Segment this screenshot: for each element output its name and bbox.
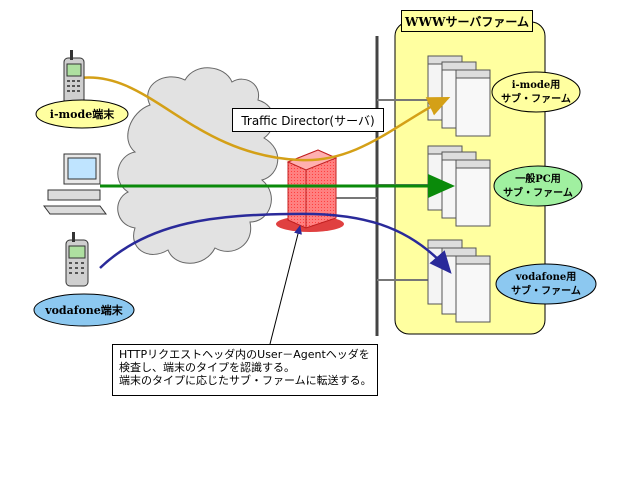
note-pointer [269,225,302,345]
server-icon [455,255,491,323]
server-farm-title: WWWサーバファーム [401,10,533,32]
traffic-director-label: Traffic Director(サーバ) [232,108,384,132]
server-farm-title-text: WWWサーバファーム [405,14,529,29]
traffic-director-label-text: Traffic Director(サーバ) [241,113,375,128]
note-box: HTTPリクエストヘッダ内のUser－Agentヘッダを 検査し、端末のタイプを… [112,344,378,396]
pc-subfarm-line2: サブ・ファーム [503,186,573,199]
vodafone-route-arrow [99,212,452,274]
server-icon [455,159,491,227]
imode-route-arrow [79,76,451,162]
server-group-imode [427,55,491,137]
imode-phone-icon [63,50,85,105]
pc-icon [43,153,107,215]
imode-subfarm-line2: サブ・ファーム [501,92,571,105]
note-line-2: 検査し、端末のタイプを認識する。 [119,361,295,374]
imode-subfarm-ellipse [491,71,581,113]
vodafone-subfarm-ellipse [495,263,597,305]
traffic-director-server [276,149,344,232]
vodafone-subfarm-line2: サブ・ファーム [511,284,581,297]
note-line-3: 端末のタイプに応じたサブ・ファームに転送する。 [119,374,372,387]
vodafone-phone-icon [65,232,89,287]
imode-client-ellipse [35,99,129,129]
note-line-1: HTTPリクエストヘッダ内のUser－Agentヘッダを [119,348,370,361]
vodafone-client-ellipse [33,293,135,327]
internet-cloud [117,67,279,264]
pc-subfarm-line1: 一般PC用 [515,172,560,185]
server-icon [455,69,491,137]
vodafone-client-label: vodafone端末 [44,303,124,317]
imode-client-label: i-mode端末 [50,107,115,121]
pc-subfarm-ellipse [493,165,583,207]
vodafone-subfarm-line1: vodafone用 [515,271,577,283]
imode-subfarm-line1: i-mode用 [512,79,561,91]
